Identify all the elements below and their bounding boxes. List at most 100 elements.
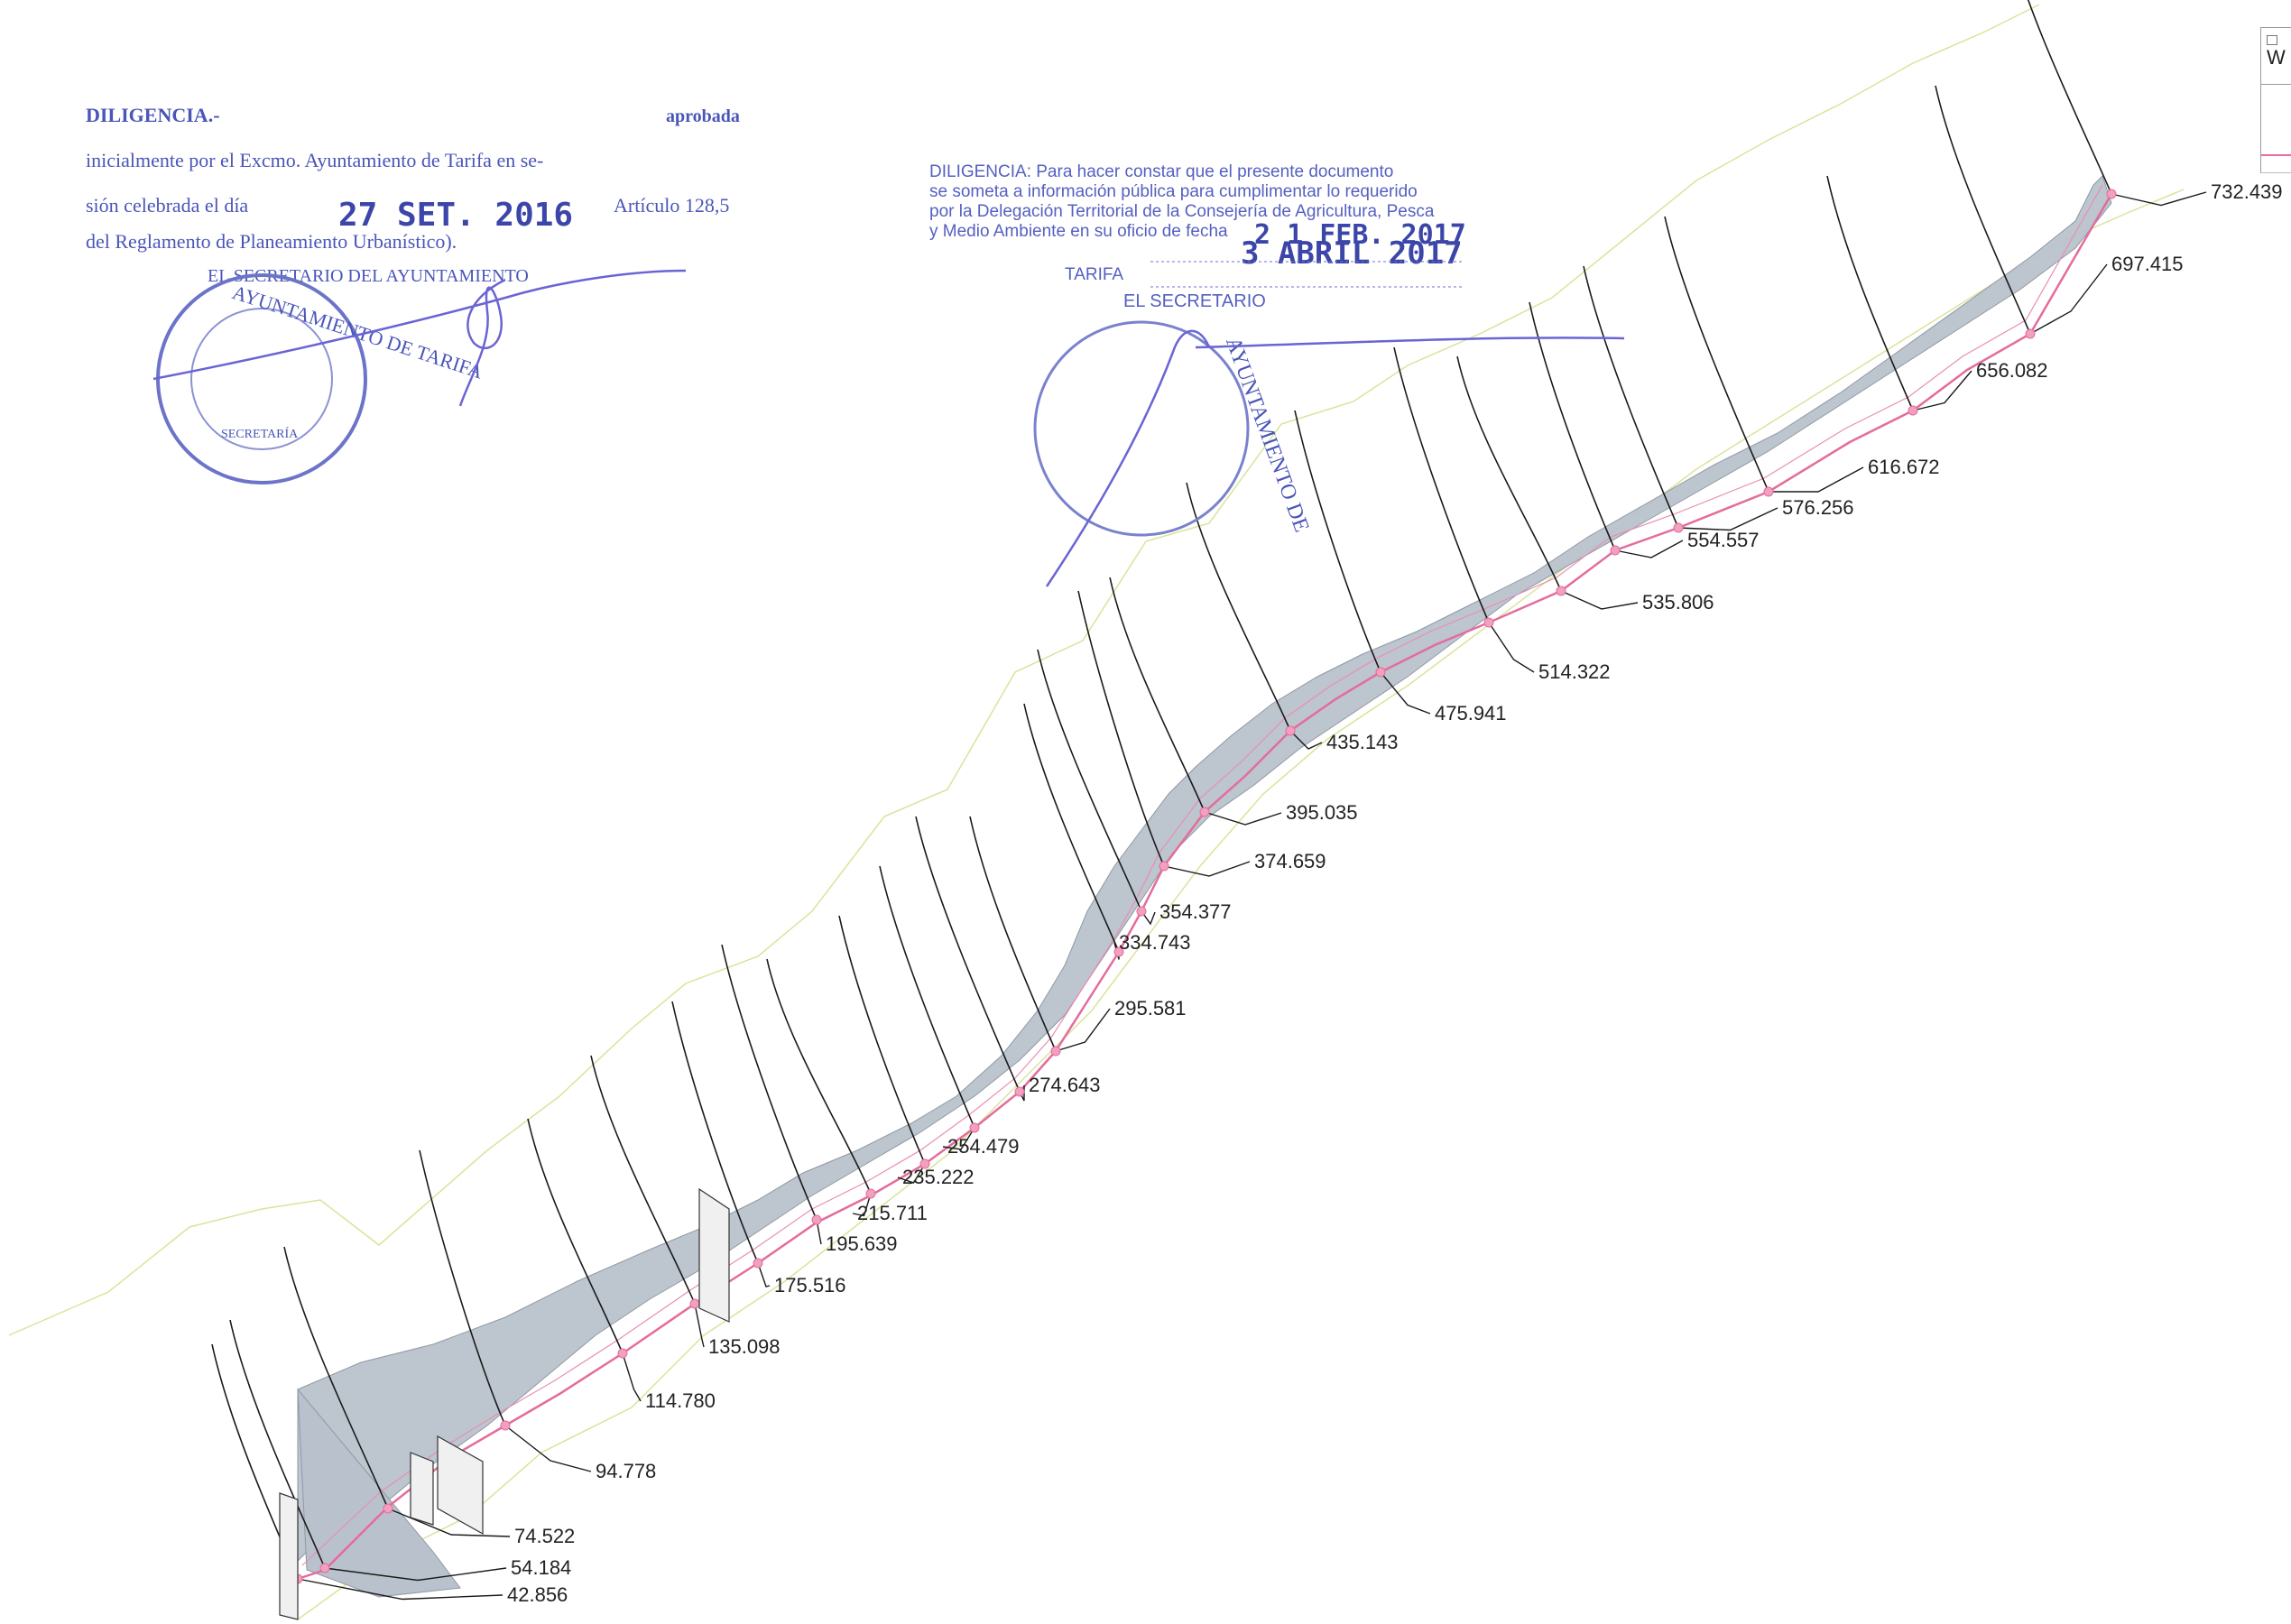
station-marker	[617, 1348, 628, 1359]
stamp-left-article: Artículo 128,5	[614, 194, 729, 217]
stamp-left-line2: inicialmente por el Excmo. Ayuntamiento …	[86, 149, 543, 171]
station-label: 697.415	[2111, 253, 2184, 275]
legend-box: W	[2260, 27, 2291, 173]
station-marker	[1763, 486, 1774, 497]
station-marker	[1375, 667, 1386, 678]
stamp-right-seal-text: AYUNTAMIENTO DE	[1221, 334, 1313, 535]
terrain-boundary-lower	[297, 189, 2185, 1620]
station-marker	[1014, 1086, 1025, 1097]
station-leader-line	[2111, 191, 2207, 207]
station-label: 395.035	[1286, 801, 1358, 824]
cross-section-line	[590, 1055, 696, 1305]
structure-panel-2	[410, 1452, 434, 1526]
station-label: 175.516	[774, 1274, 846, 1296]
station-marker	[865, 1188, 876, 1199]
cross-section-line	[915, 816, 1021, 1093]
stamp-right-signature	[1045, 329, 1625, 587]
station-marker	[1610, 545, 1621, 556]
station-marker	[969, 1122, 980, 1133]
legend-checkbox	[2267, 35, 2277, 45]
station-leader-line	[1289, 730, 1323, 750]
stamp-left-seal-text: AYUNTAMIENTO DE TARIFA	[230, 281, 486, 383]
cross-section-line	[1456, 355, 1562, 592]
cross-section-line	[721, 944, 818, 1221]
terrain-boundary-upper	[8, 4, 2040, 1336]
station-marker	[383, 1503, 393, 1514]
stamp-left-role: EL SECRETARIO DEL AYUNTAMIENTO	[208, 266, 529, 286]
station-label: 94.778	[596, 1460, 656, 1482]
station-label: 42.856	[507, 1583, 568, 1606]
stamp-right-line4: y Medio Ambiente en su oficio de fecha	[929, 222, 1228, 241]
station-leader-line	[1204, 811, 1282, 826]
stamp-right-seal	[1033, 320, 1250, 537]
station-leader-line	[324, 1567, 507, 1582]
station-leader-line	[1912, 370, 1972, 411]
cross-section-line	[838, 915, 926, 1165]
station-labels: 42.85654.18474.52294.778114.780135.09817…	[507, 180, 2283, 1606]
cross-section-line	[1529, 301, 1616, 551]
stamp-right-line3: por la Delegación Territorial de la Cons…	[929, 202, 1435, 221]
station-leader-line	[1488, 622, 1535, 673]
station-leader-line	[1163, 861, 1251, 877]
channel-surface	[288, 175, 2112, 1572]
stamp-right-date: 3 ABRIL 2017	[1241, 235, 1463, 272]
station-leader-line	[1380, 671, 1431, 715]
station-marker	[2025, 328, 2036, 339]
station-label: 616.672	[1868, 456, 1940, 478]
stamp-left-seal-inner	[190, 308, 333, 450]
cross-sections	[211, 0, 2207, 1601]
station-marker	[1673, 522, 1684, 533]
cross-section-line	[1109, 577, 1206, 813]
station-label: 334.743	[1119, 931, 1191, 954]
station-marker	[1285, 725, 1296, 736]
cross-section-line	[1294, 410, 1381, 673]
cross-section-line	[1393, 346, 1490, 623]
station-marker	[1136, 906, 1147, 917]
legend-centerline-sample	[2261, 154, 2291, 156]
station-label: 54.184	[511, 1556, 571, 1579]
structure-panel-1	[698, 1187, 730, 1323]
legend-label: W	[2267, 46, 2286, 69]
stamp-right-role: EL SECRETARIO	[1123, 291, 1266, 311]
station-marker	[1050, 1046, 1061, 1057]
cross-section-line	[1037, 649, 1142, 912]
station-leader-line	[897, 1163, 926, 1184]
station-label: 114.780	[645, 1389, 716, 1412]
station-label: 354.377	[1159, 900, 1232, 923]
cross-section-line	[527, 1118, 624, 1354]
station-label: 235.222	[902, 1166, 975, 1188]
station-marker	[319, 1563, 330, 1573]
stamp-right-line2: se someta a información pública para cum…	[929, 182, 1418, 201]
station-leader-line	[504, 1425, 592, 1472]
station-label: 656.082	[1976, 359, 2048, 382]
station-label: 74.522	[514, 1525, 575, 1547]
cross-section-line	[879, 865, 975, 1129]
cross-section-line	[229, 1319, 326, 1569]
station-leader-line	[757, 1262, 771, 1287]
diligence-stamp-left: DILIGENCIA.- aprobada inicialmente por e…	[86, 104, 740, 484]
station-label: 254.479	[947, 1135, 1020, 1158]
station-marker	[2106, 189, 2117, 199]
station-marker	[919, 1158, 930, 1169]
cross-section-line	[1186, 482, 1291, 732]
cross-section-line	[1077, 590, 1165, 867]
station-label: 475.941	[1435, 702, 1507, 724]
cross-section-line	[766, 958, 872, 1195]
station-leader-line	[852, 1193, 872, 1217]
station-marker	[500, 1420, 511, 1431]
station-marker	[1113, 946, 1124, 957]
station-marker	[1908, 405, 1918, 416]
cross-section-line	[1935, 85, 2031, 335]
station-leader-line	[1560, 590, 1639, 610]
stamp-left-line4: del Reglamento de Planeamiento Urbanísti…	[86, 230, 457, 253]
station-marker	[1556, 586, 1566, 596]
station-leader-line	[942, 1127, 975, 1150]
station-marker	[1159, 861, 1169, 872]
cross-section-line	[1023, 703, 1120, 953]
station-label: 195.639	[826, 1232, 898, 1255]
station-marker	[689, 1298, 700, 1309]
station-label: 274.643	[1029, 1074, 1101, 1096]
station-leader-line	[1769, 466, 1864, 493]
station-label: 435.143	[1326, 731, 1399, 753]
